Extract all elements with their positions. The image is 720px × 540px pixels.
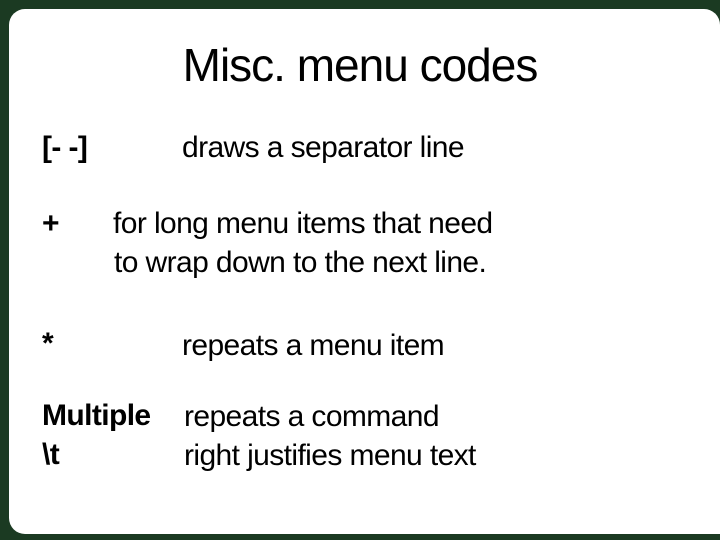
menu-code-tab: \t [42,438,60,471]
menu-code-plus-description-line2: to wrap down to the next line. [114,246,487,279]
menu-code-plus-description-line1: for long menu items that need [113,207,493,240]
slide-title: Misc. menu codes [182,39,539,91]
menu-code-plus: + [42,207,60,240]
menu-code-tab-description: right justifies menu text [184,439,476,472]
menu-code-asterisk: * [42,327,54,360]
menu-code-separator-description: draws a separator line [182,131,465,164]
menu-code-multiple: Multiple [42,399,151,432]
menu-code-multiple-description: repeats a command [184,400,440,433]
menu-code-asterisk-description: repeats a menu item [182,329,445,362]
menu-code-separator: [- -] [42,131,88,164]
slide-background [9,9,720,534]
